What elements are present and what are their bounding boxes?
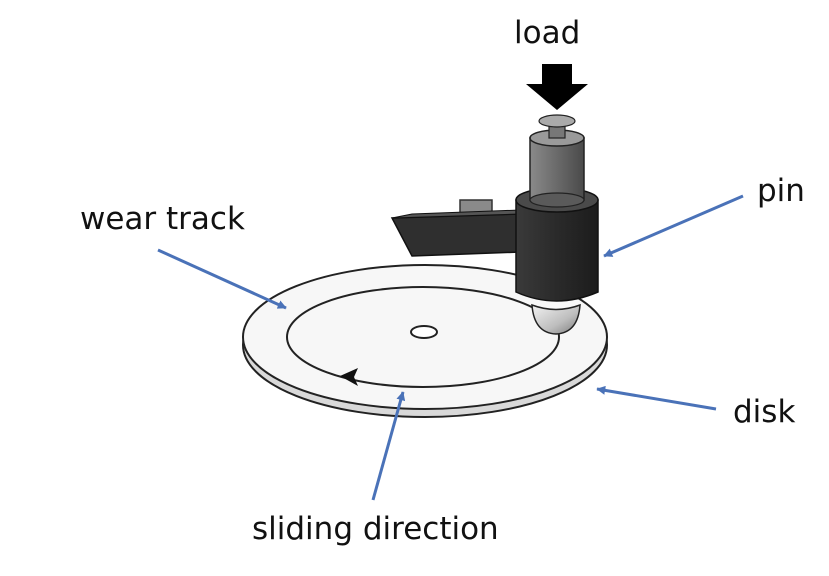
- pin-label: pin: [757, 173, 805, 209]
- disk-label: disk: [733, 394, 796, 430]
- arm-bracket: [390, 199, 521, 257]
- load-arrow-icon: [526, 64, 588, 110]
- wear-track: [286, 286, 560, 388]
- load-label: load: [514, 15, 581, 51]
- disk-pointer-arrow: [596, 385, 717, 411]
- sliding-direction-label: sliding direction: [252, 511, 499, 547]
- pin-ball: [531, 303, 581, 335]
- wear-track-label: wear track: [80, 201, 245, 237]
- sliding-direction-pointer-arrow: [371, 391, 406, 501]
- load-cylinder: [529, 114, 585, 208]
- center-hole: [410, 325, 438, 339]
- direction-arrowhead: [340, 368, 358, 386]
- pin-pointer-arrow: [603, 194, 744, 258]
- wear-track-pointer-arrow: [157, 248, 287, 310]
